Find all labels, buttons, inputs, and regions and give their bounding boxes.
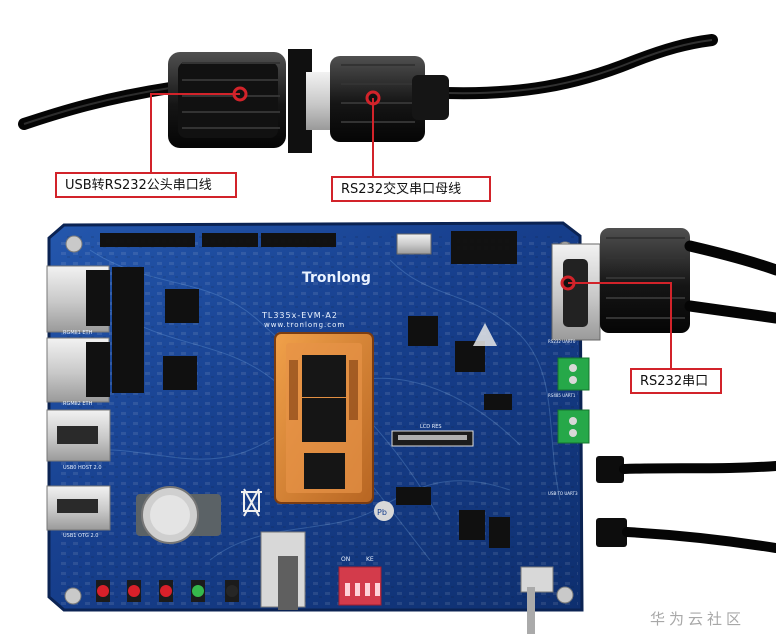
- label-usb-to-uart3: USB TO UART3: [548, 491, 578, 496]
- label-rgmii1-eth: RGMII1 ETH: [63, 330, 93, 336]
- board-brand: Tronlong: [302, 270, 371, 286]
- label-rgmii2-eth: RGMII2 ETH: [63, 401, 93, 407]
- top-serial-cable-assembly: [18, 34, 718, 176]
- board-website: www.tronlong.com: [264, 321, 345, 329]
- crossed-bin-icon: [241, 488, 262, 517]
- board-model: TL335x-EVM-A2: [261, 311, 338, 320]
- label-dip-on: ON: [341, 556, 350, 563]
- usb-to-rs232-cable-callout: USB转RS232公头串口线: [55, 172, 237, 198]
- label-rs232-uart0: RS232 UART0: [548, 339, 576, 344]
- label-usb-host: USB0 HOST 2.0: [63, 465, 102, 471]
- right-board-cables: [560, 228, 776, 553]
- label-dip-ke: KE: [366, 556, 374, 563]
- label-lcd-res: LCD RES: [420, 424, 442, 430]
- tl335x-development-board: Tronlong TL335x-EVM-A2 www.tronlong.com …: [46, 221, 601, 634]
- pb-free-icon: Pb: [374, 501, 394, 521]
- label-usb-otg: USB1 OTG 2.0: [63, 533, 98, 539]
- push-buttons: [96, 580, 239, 602]
- svg-text:Pb: Pb: [377, 508, 387, 517]
- crossover-serial-cable-callout: RS232交叉串口母线: [331, 176, 491, 202]
- label-rs485-uart1: RS485 UART1: [548, 393, 576, 398]
- watermark: 华为云社区: [650, 610, 746, 628]
- rs232-port-callout: RS232串口: [630, 368, 722, 394]
